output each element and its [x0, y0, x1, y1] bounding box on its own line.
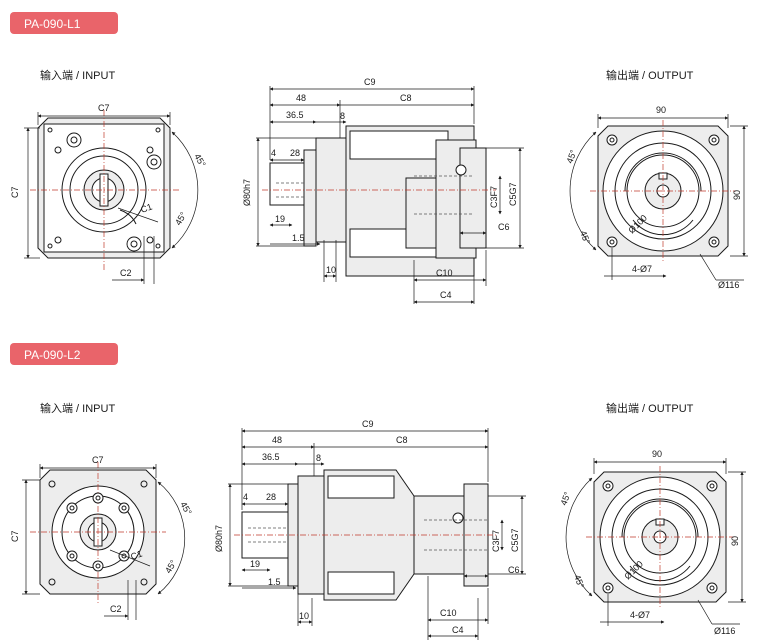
output-view: 输出端 / OUTPUT	[564, 68, 748, 290]
dim-19: 19	[275, 214, 285, 224]
input-heading: 输入端 / INPUT	[40, 68, 115, 82]
dim-1-5: 1.5	[292, 233, 305, 243]
dim-c5: C5G7	[508, 182, 518, 206]
dim-c7-top: C7	[98, 103, 110, 113]
out-angle-1: 45°	[558, 490, 572, 507]
dim-c8: C8	[396, 435, 408, 445]
dim-10: 10	[299, 611, 309, 621]
dim-c10: C10	[440, 608, 457, 618]
dim-4: 4	[243, 492, 248, 502]
dim-c4: C4	[452, 625, 464, 635]
dim-10: 10	[326, 265, 336, 275]
side-dimensions: C9 48 C8 36.5 8 Ø80h7 4 28 19	[214, 419, 526, 640]
output-view: 输出端 / OUTPUT	[558, 401, 746, 636]
input-bolt-holes	[48, 480, 148, 586]
dim-c4: C4	[440, 290, 452, 300]
dim-d116: Ø116	[718, 280, 739, 290]
dim-shaft-dia: Ø80h7	[214, 525, 224, 552]
output-bolt-holes	[606, 134, 720, 248]
dim-c7-side: C7	[10, 530, 20, 542]
side-view: C9 48 C8 36.5 8 Ø80h7 4 28 19	[214, 419, 526, 640]
dim-4: 4	[271, 148, 276, 158]
dim-h90: 90	[730, 536, 740, 546]
dim-28: 28	[266, 492, 276, 502]
output-flange	[586, 466, 734, 608]
dim-c6: C6	[508, 565, 520, 575]
output-heading: 输出端 / OUTPUT	[606, 68, 694, 82]
model-label: PA-090-L1	[24, 17, 81, 31]
dim-1-5: 1.5	[268, 577, 281, 587]
dim-c3: C3F7	[489, 186, 499, 208]
input-flange	[30, 110, 180, 270]
dim-8: 8	[340, 111, 345, 121]
output-heading: 输出端 / OUTPUT	[606, 401, 694, 415]
dim-c9: C9	[362, 419, 374, 429]
input-bolt-holes	[47, 127, 162, 252]
dim-d116: Ø116	[714, 626, 735, 636]
dim-36-5: 36.5	[262, 452, 280, 462]
dim-c9: C9	[364, 77, 376, 87]
dim-c3: C3F7	[491, 530, 501, 552]
input-dimensions: C7 C7 45° 45° C1 C2	[10, 455, 194, 620]
side-body	[262, 125, 496, 277]
dim-c2: C2	[120, 268, 132, 278]
out-angle-1: 45°	[564, 148, 578, 165]
dim-holes: 4-Ø7	[630, 610, 650, 620]
dim-c1: C1	[139, 202, 153, 215]
dim-c2: C2	[110, 604, 122, 614]
input-view: 输入端 / INPUT	[10, 401, 194, 620]
dim-w90: 90	[656, 105, 666, 115]
angle-label-2: 45°	[173, 210, 189, 227]
dim-c1: C1	[129, 549, 143, 562]
out-angle-2: 45°	[572, 573, 586, 590]
angle-label-2: 45°	[163, 558, 179, 575]
section-l2: PA-090-L2 输入端 / INPUT	[10, 343, 746, 640]
dim-19: 19	[250, 559, 260, 569]
output-dimensions: 90 90 45° 45° Ø100 4-Ø7 Ø116	[558, 449, 746, 636]
input-flange	[30, 462, 166, 604]
dim-48: 48	[296, 93, 306, 103]
dim-w90: 90	[652, 449, 662, 459]
model-tag: PA-090-L2	[10, 343, 118, 365]
dim-shaft-dia: Ø80h7	[242, 179, 252, 206]
dim-c8: C8	[400, 93, 412, 103]
input-heading: 输入端 / INPUT	[40, 401, 115, 415]
dim-c7-top: C7	[92, 455, 104, 465]
model-label: PA-090-L2	[24, 348, 81, 362]
dim-c5: C5G7	[510, 528, 520, 552]
dim-c7-side: C7	[10, 186, 20, 198]
section-l1: PA-090-L1 输入端 / INPUT	[10, 12, 748, 304]
input-view: 输入端 / INPUT	[10, 68, 208, 284]
side-body	[234, 469, 498, 601]
side-view: C9 48 C8 36.5 8 Ø80h7 4 28 19	[242, 77, 524, 304]
dim-c10: C10	[436, 268, 453, 278]
dim-8: 8	[316, 453, 321, 463]
output-bolt-holes	[602, 480, 718, 594]
side-dimensions: C9 48 C8 36.5 8 Ø80h7 4 28 19	[242, 77, 524, 304]
out-angle-2: 45°	[578, 229, 592, 246]
dim-36-5: 36.5	[286, 110, 304, 120]
output-flange	[590, 120, 736, 262]
dim-holes: 4-Ø7	[632, 264, 652, 274]
dim-c6: C6	[498, 222, 510, 232]
model-tag: PA-090-L1	[10, 12, 118, 34]
dim-h90: 90	[732, 190, 742, 200]
dim-48: 48	[272, 435, 282, 445]
dim-28: 28	[290, 148, 300, 158]
